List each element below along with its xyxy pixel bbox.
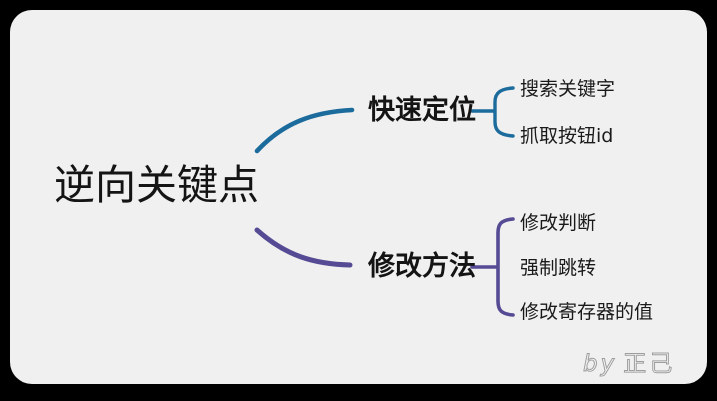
child-node-grab-button-id[interactable]: 抓取按钮id	[520, 125, 614, 147]
branch-node-modify-method[interactable]: 修改方法	[368, 251, 476, 282]
child-node-force-jump[interactable]: 强制跳转	[520, 257, 597, 279]
child-node-modify-register-value[interactable]: 修改寄存器的值	[520, 301, 654, 323]
child-node-search-keyword[interactable]: 搜索关键字	[520, 78, 616, 100]
root-node-label[interactable]: 逆向关键点	[54, 161, 259, 209]
child-node-modify-judgment[interactable]: 修改判断	[520, 212, 597, 234]
watermark-author-name: 正己	[623, 351, 676, 378]
mindmap-canvas	[10, 10, 707, 384]
watermark-by-text: by	[582, 351, 618, 378]
branch-node-quick-locate[interactable]: 快速定位	[368, 95, 476, 126]
